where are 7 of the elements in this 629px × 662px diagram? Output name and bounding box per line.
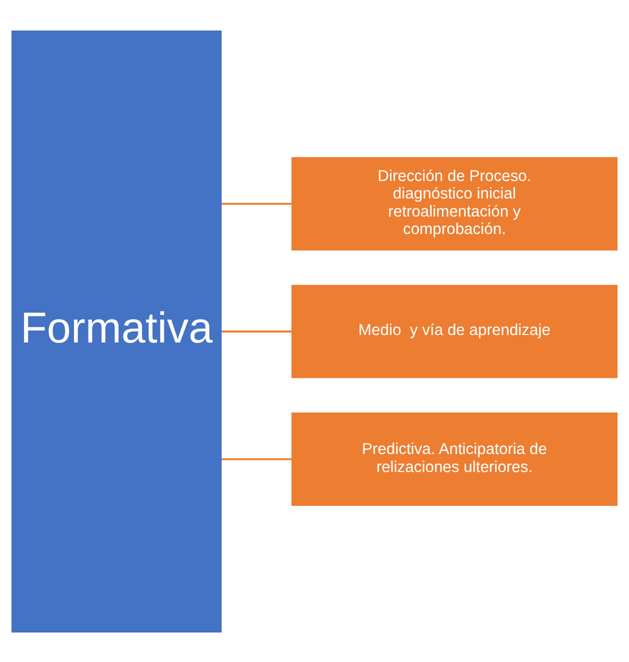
connector bbox=[222, 458, 292, 460]
node-box: Dirección de Proceso. diagnóstico inicial retroalimentación y comprobación. bbox=[291, 156, 618, 250]
node-box: Predictiva. Anticipatoria de relizaciones ulteriores. bbox=[291, 412, 618, 506]
connector bbox=[222, 330, 292, 332]
node-box: Medio y vía de aprendizaje bbox=[291, 284, 618, 378]
node-box: Formativa bbox=[11, 30, 222, 632]
connector bbox=[222, 202, 292, 204]
